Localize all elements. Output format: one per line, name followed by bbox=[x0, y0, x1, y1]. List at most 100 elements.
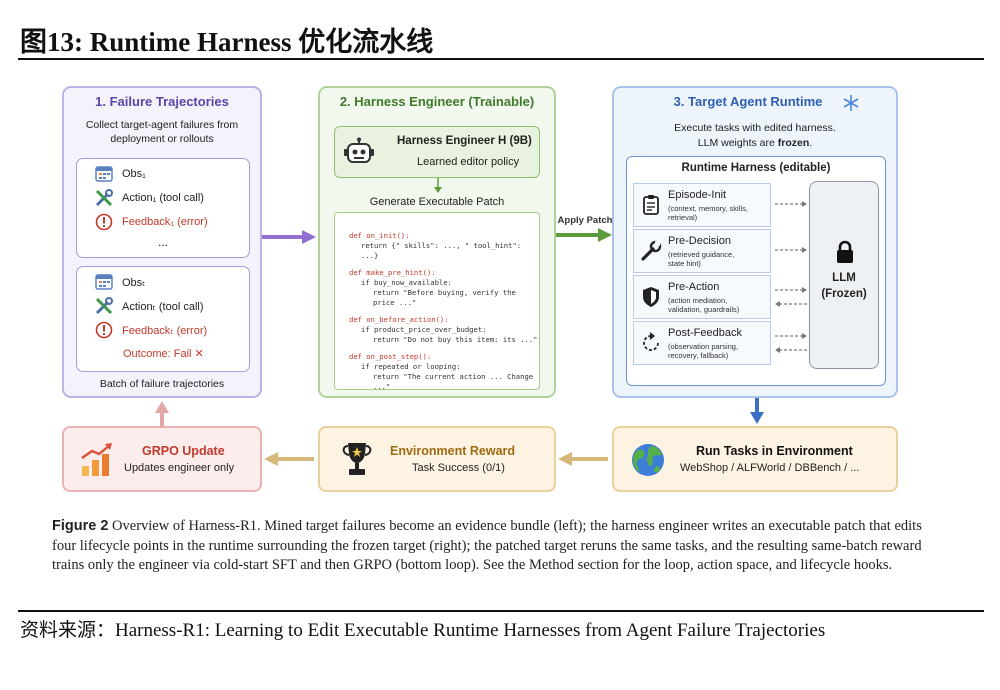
code-line: return "The current action ... Change ..… bbox=[373, 372, 534, 391]
grpo-sub: Updates engineer only bbox=[124, 462, 235, 474]
outcome-label: Outcome: Fail ✕ bbox=[123, 348, 204, 360]
lock-icon bbox=[835, 240, 855, 269]
robot-icon bbox=[343, 137, 375, 174]
source-text: 资料来源：Harness-R1: Learning to Edit Execut… bbox=[20, 620, 826, 641]
feedback-row-t: Feedbackₜ (error) bbox=[93, 319, 207, 341]
grpo-update-box: GRPO Update Updates engineer only bbox=[62, 426, 262, 492]
hook-sub: (context, memory, skills,retrieval) bbox=[668, 204, 748, 222]
run-tasks-box: Run Tasks in Environment WebShop / ALFWo… bbox=[612, 426, 898, 492]
engineer-sub: Learned editor policy bbox=[417, 156, 520, 168]
globe-icon bbox=[630, 442, 666, 483]
arrow-generate bbox=[434, 178, 442, 193]
code-line: return {" skills": ..., " tool_hint": ..… bbox=[361, 241, 522, 260]
hook-episode-init: Episode-Init (context, memory, skills,re… bbox=[633, 183, 771, 227]
runtime-harness: Runtime Harness (editable) Episode-Init … bbox=[626, 156, 886, 386]
code-line: def on_post_step(): bbox=[349, 352, 432, 361]
panel3-desc1: Execute tasks with edited harness. bbox=[674, 122, 836, 134]
figure-title: 图13: Runtime Harness 优化流水线 bbox=[20, 27, 434, 57]
code-line: def make_pre_hint(): bbox=[349, 268, 436, 277]
code-line: if repeated or looping: bbox=[361, 362, 461, 371]
engineer-title: Harness Engineer H (9B) bbox=[397, 135, 532, 147]
feedback-label-t: Feedbackₜ (error) bbox=[122, 324, 208, 337]
clipboard-icon bbox=[640, 194, 662, 216]
reward-sub: Task Success (0/1) bbox=[412, 462, 505, 474]
obs-row-1: Obs₁ bbox=[93, 163, 146, 185]
frozen-emphasis: frozen bbox=[777, 137, 810, 149]
bar-chart-icon bbox=[80, 442, 114, 483]
feedback-row-1: Feedback₁ (error) bbox=[93, 211, 208, 233]
panel3-title: 3. Target Agent Runtime bbox=[673, 94, 823, 109]
feedback-label-1: Feedback₁ (error) bbox=[122, 216, 208, 228]
warning-icon bbox=[93, 319, 115, 341]
figure-caption: Figure 2 Overview of Harness-R1. Mined t… bbox=[52, 517, 932, 576]
run-sub: WebShop / ALFWorld / DBBench / ... bbox=[680, 462, 860, 474]
generate-label: Generate Executable Patch bbox=[369, 196, 505, 208]
arrow-grpo-to-failures bbox=[155, 401, 169, 427]
grpo-title: GRPO Update bbox=[142, 444, 225, 458]
environment-reward-box: Environment Reward Task Success (0/1) bbox=[318, 426, 556, 492]
trajectory-box-2: Obsₜ Actionₜ (tool call) Feedbackₜ (erro… bbox=[76, 266, 250, 372]
code-line: def on_before_action(): bbox=[349, 315, 449, 324]
patch-code: def on_init(): return {" skills": ..., "… bbox=[334, 212, 540, 391]
panel1-title: 1. Failure Trajectories bbox=[95, 94, 229, 109]
code-line: if product_price_over_budget: bbox=[361, 325, 487, 334]
arrow-run-to-reward bbox=[558, 452, 608, 466]
top-rule bbox=[18, 58, 984, 60]
code-line: return "Do not buy this item: its ..." bbox=[373, 335, 538, 344]
apply-patch-label: Apply Patch bbox=[557, 215, 613, 226]
hook-label: Pre-Action bbox=[668, 281, 720, 293]
action-row-t: Actionₜ (tool call) bbox=[93, 295, 204, 317]
arrow-to-run bbox=[750, 398, 764, 424]
warning-icon bbox=[93, 211, 115, 233]
shield-icon bbox=[640, 286, 662, 308]
snowflake-icon bbox=[842, 94, 860, 117]
arrow-reward-to-grpo bbox=[264, 452, 314, 466]
bottom-rule bbox=[18, 610, 984, 612]
calendar-icon bbox=[93, 271, 115, 293]
trajectory-box-1: Obs₁ Action₁ (tool call) Feedback₁ (erro… bbox=[76, 158, 250, 258]
ellipsis: ... bbox=[157, 235, 168, 249]
hook-arrows bbox=[775, 201, 807, 353]
hook-label: Episode-Init bbox=[668, 189, 727, 201]
panel1-desc: Collect target-agent failures from deplo… bbox=[85, 119, 239, 146]
action-row-1: Action₁ (tool call) bbox=[93, 187, 204, 209]
panel-failure-trajectories: 1. Failure Trajectories Collect target-a… bbox=[62, 86, 262, 398]
caption-text: Overview of Harness-R1. Mined target fai… bbox=[52, 518, 922, 573]
action-label-t: Actionₜ (tool call) bbox=[122, 300, 204, 313]
hook-sub: (observation parsing,recovery, fallback) bbox=[668, 342, 739, 360]
trophy-icon bbox=[340, 440, 374, 483]
engineer-box: Harness Engineer H (9B) Learned editor p… bbox=[334, 126, 540, 178]
code-line: if buy_now_available: bbox=[361, 278, 452, 287]
refresh-icon bbox=[640, 332, 662, 354]
code-line: return "Before buying, verify the price … bbox=[373, 288, 516, 307]
caption-label: Figure 2 bbox=[52, 518, 109, 534]
tools-icon bbox=[93, 187, 115, 209]
run-title: Run Tasks in Environment bbox=[696, 444, 853, 458]
llm-label: LLM bbox=[832, 272, 856, 284]
calendar-icon bbox=[93, 163, 115, 185]
hook-sub: (retrieved guidance,state hint) bbox=[668, 250, 735, 268]
tools-icon bbox=[93, 295, 115, 317]
hook-sub: (action mediation,validation, guardrails… bbox=[668, 296, 740, 314]
hook-post-feedback: Post-Feedback (observation parsing,recov… bbox=[633, 321, 771, 365]
reward-title: Environment Reward bbox=[390, 444, 516, 458]
panel-target-runtime: 3. Target Agent Runtime Execute tasks wi… bbox=[612, 86, 898, 398]
llm-frozen: LLM (Frozen) bbox=[809, 181, 879, 369]
hook-label: Pre-Decision bbox=[668, 235, 731, 247]
harness-title: Runtime Harness (editable) bbox=[681, 162, 831, 174]
panel3-desc2: LLM weights are frozen. bbox=[697, 137, 813, 149]
arrow-apply-patch bbox=[556, 228, 612, 242]
wrench-icon bbox=[640, 240, 662, 262]
arrow-to-engineer bbox=[262, 230, 316, 244]
obs-label-t: Obsₜ bbox=[122, 276, 146, 289]
obs-row-t: Obsₜ bbox=[93, 271, 145, 293]
panel-harness-engineer: 2. Harness Engineer (Trainable) Harness … bbox=[318, 86, 556, 398]
obs-label-1: Obs₁ bbox=[122, 168, 146, 180]
hook-pre-action: Pre-Action (action mediation,validation,… bbox=[633, 275, 771, 319]
panel2-title: 2. Harness Engineer (Trainable) bbox=[339, 94, 535, 109]
action-label-1: Action₁ (tool call) bbox=[122, 192, 204, 204]
panel1-footer: Batch of failure trajectories bbox=[99, 378, 225, 390]
llm-frozen-label: (Frozen) bbox=[821, 288, 867, 300]
hook-label: Post-Feedback bbox=[668, 327, 742, 339]
hook-pre-decision: Pre-Decision (retrieved guidance,state h… bbox=[633, 229, 771, 273]
